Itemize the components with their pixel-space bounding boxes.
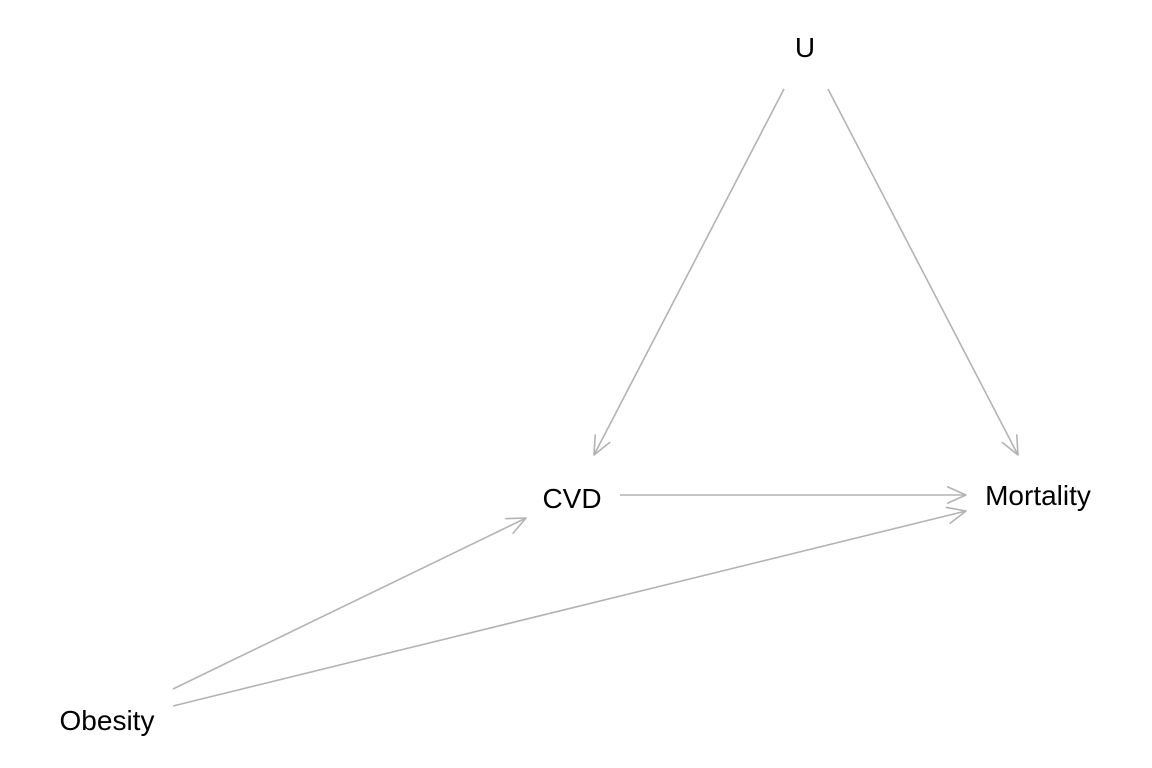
- edge-u-cvd: [593, 88, 785, 456]
- edges-group: [172, 88, 1019, 707]
- edge-u-mortality: [827, 88, 1019, 456]
- arrowhead-cvd-mortality: [946, 486, 967, 504]
- edge-obesity-mortality: [172, 510, 967, 707]
- node-obesity: Obesity: [60, 705, 155, 736]
- arrowhead-obesity-cvd: [505, 517, 527, 535]
- node-mortality: Mortality: [985, 480, 1091, 511]
- arrowhead-obesity-mortality: [945, 506, 967, 525]
- node-u: U: [795, 32, 815, 63]
- arrowhead-u-cvd: [593, 434, 611, 456]
- edge-obesity-cvd: [172, 517, 527, 690]
- node-cvd: CVD: [542, 483, 601, 514]
- arrowhead-u-mortality: [1001, 434, 1019, 456]
